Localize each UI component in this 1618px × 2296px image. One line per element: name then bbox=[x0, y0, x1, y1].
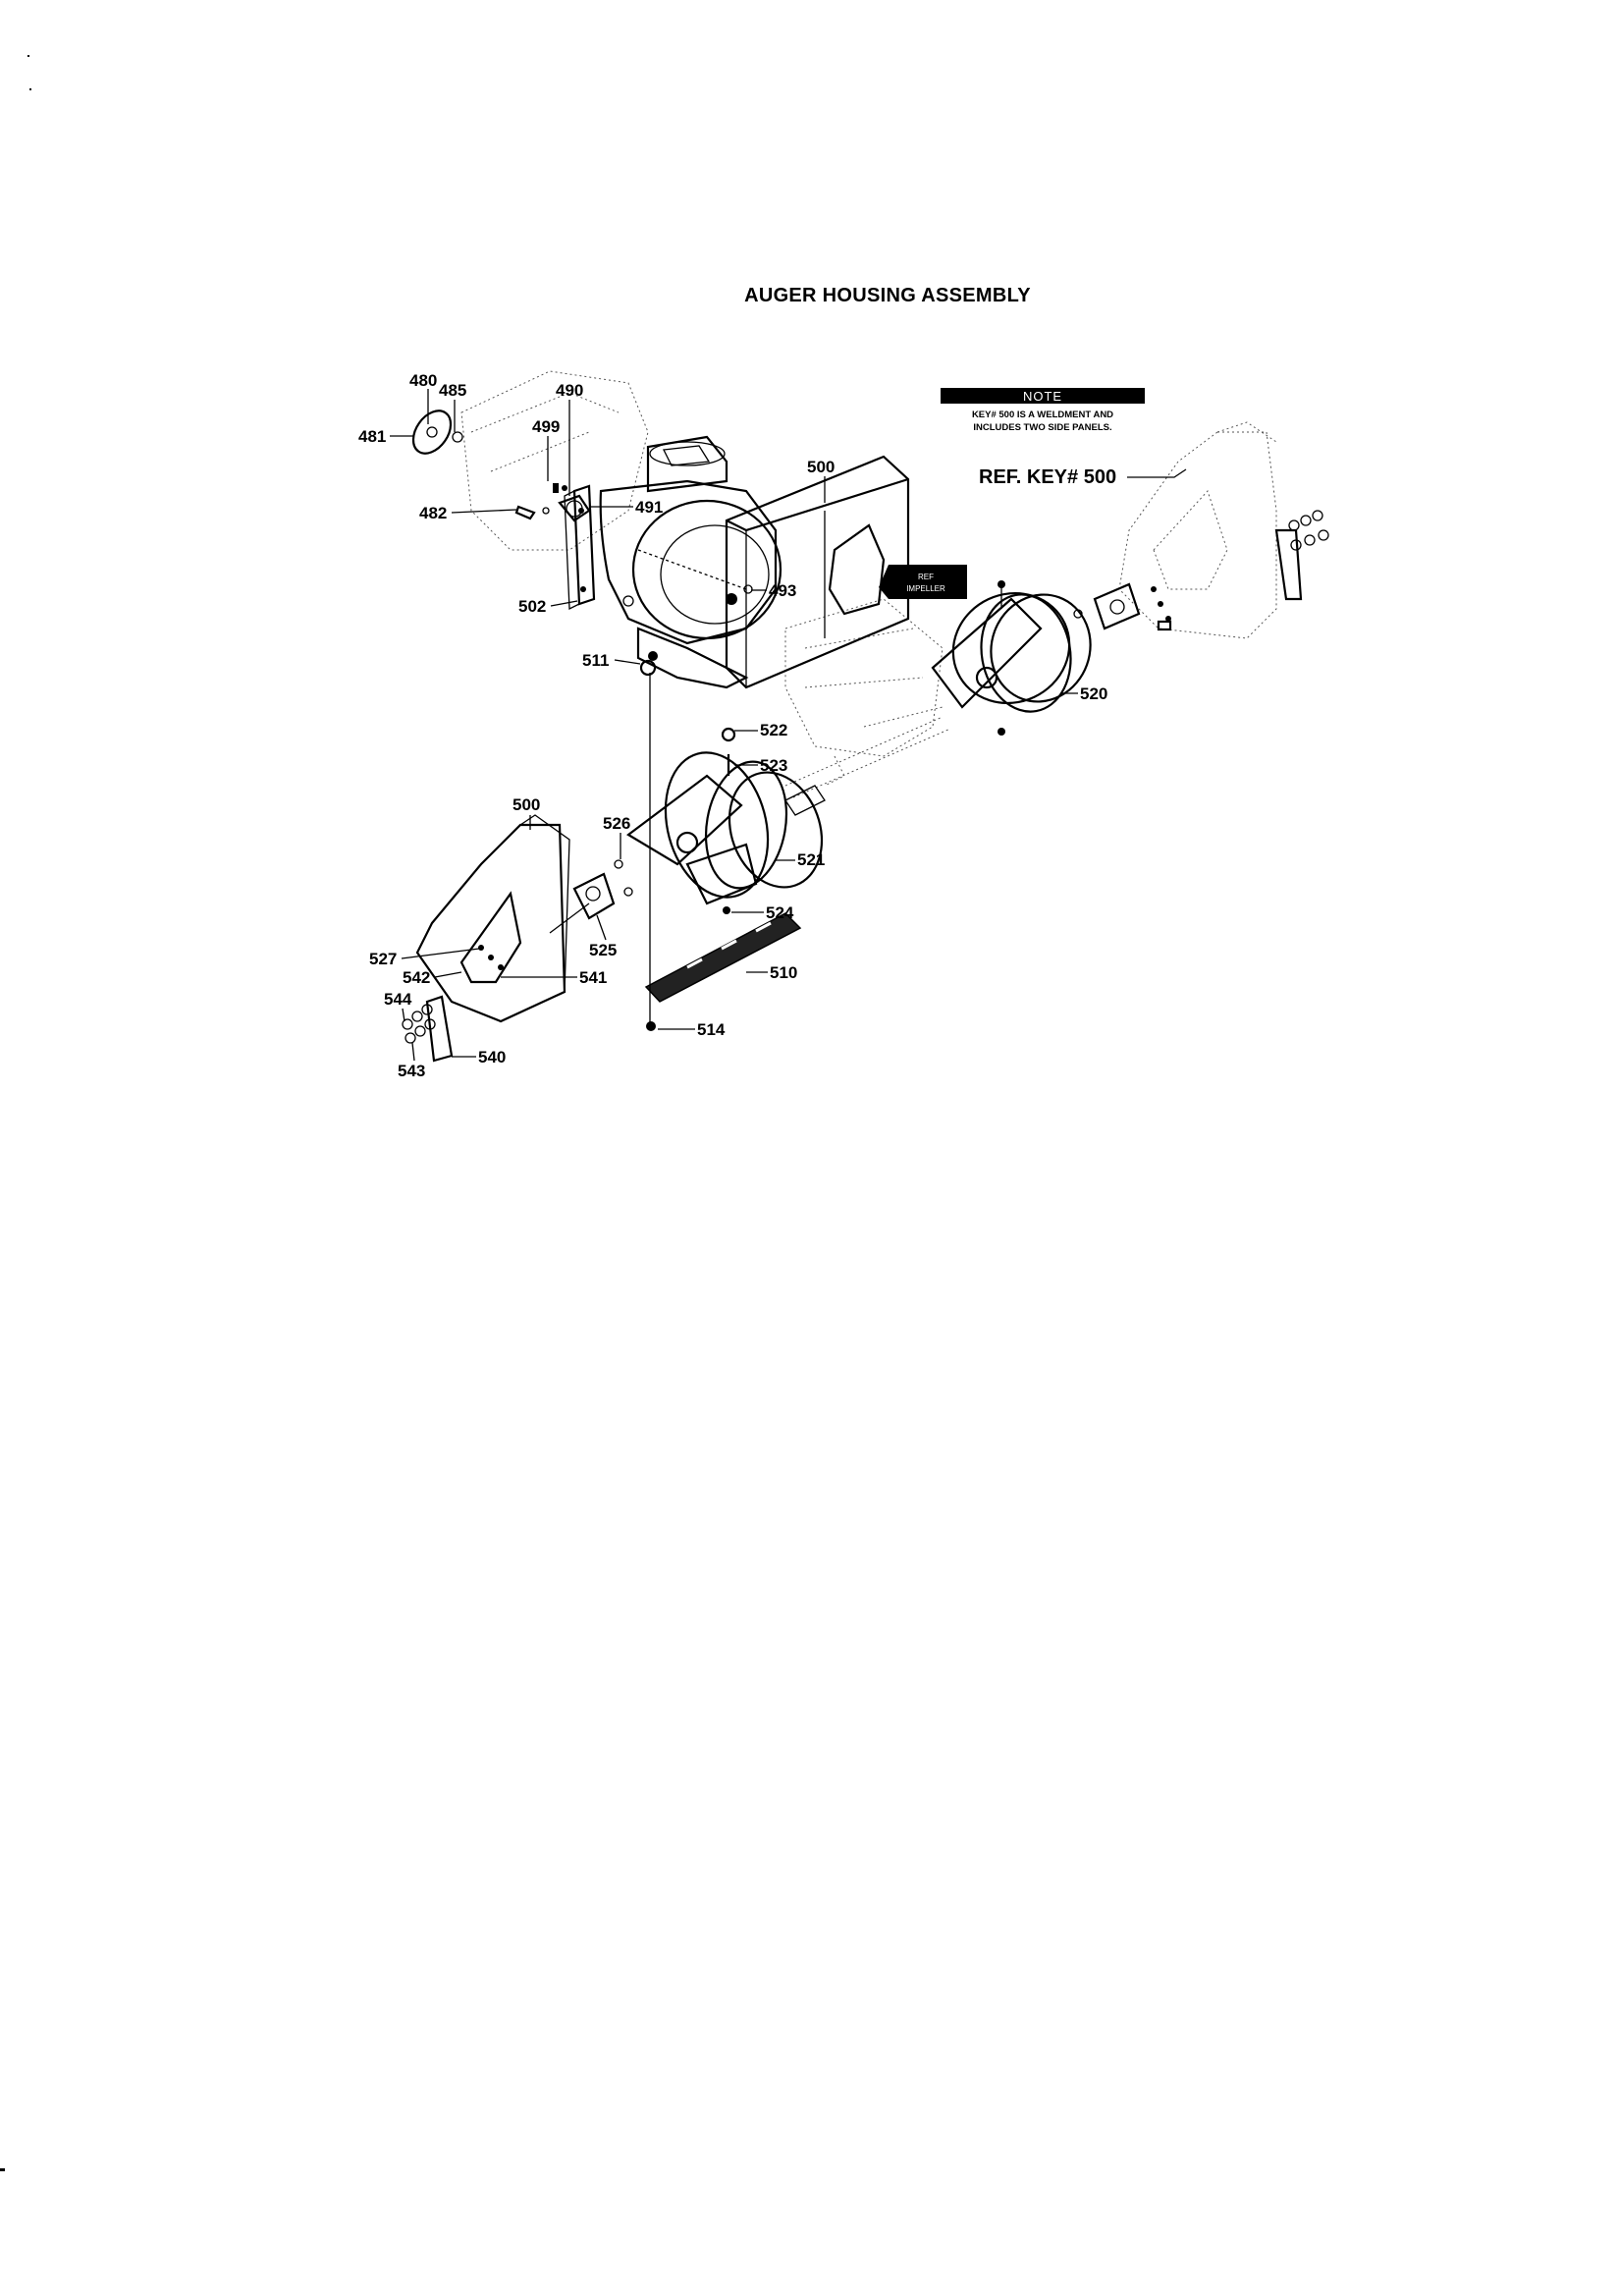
callout-510: 510 bbox=[770, 963, 797, 982]
callout-543: 543 bbox=[398, 1062, 425, 1080]
callout-541: 541 bbox=[579, 968, 607, 987]
leader-482 bbox=[451, 509, 517, 514]
ghost-chassis-outline bbox=[460, 370, 649, 551]
callout-490: 490 bbox=[556, 381, 583, 400]
ref-key-leader bbox=[1127, 468, 1187, 478]
callout-523: 523 bbox=[760, 756, 787, 775]
note-line-2: INCLUDES TWO SIDE PANELS. bbox=[973, 422, 1111, 433]
left-skid bbox=[402, 995, 454, 1063]
auger-right bbox=[931, 580, 1092, 736]
callout-522: 522 bbox=[760, 721, 787, 739]
callout-520: 520 bbox=[1080, 684, 1107, 703]
callout-491: 491 bbox=[635, 498, 663, 517]
callout-524: 524 bbox=[766, 903, 794, 922]
right-skid bbox=[1274, 510, 1329, 601]
callout-500-side: 500 bbox=[512, 795, 540, 814]
note-box: NOTE KEY# 500 IS A WELDMENT AND INCLUDES… bbox=[941, 388, 1145, 433]
ref-key-label: REF. KEY# 500 bbox=[979, 466, 1116, 488]
leader-525 bbox=[596, 914, 607, 941]
key-pin bbox=[514, 505, 536, 520]
callout-511: 511 bbox=[582, 651, 609, 670]
margin-mark bbox=[0, 2168, 5, 2171]
leader-542 bbox=[434, 971, 462, 978]
discharge-chute-collar bbox=[646, 435, 728, 493]
ghost-auger-shaft bbox=[784, 716, 951, 798]
leader-502 bbox=[550, 600, 578, 607]
callout-480: 480 bbox=[409, 371, 437, 390]
page-title: AUGER HOUSING ASSEMBLY bbox=[744, 285, 1031, 306]
bearing-assembly bbox=[542, 483, 591, 522]
auger-housing-front-lip bbox=[636, 627, 749, 689]
ghost-auger-gearbox bbox=[784, 598, 944, 787]
margin-mark bbox=[29, 88, 31, 90]
margin-mark bbox=[27, 55, 29, 57]
callout-514: 514 bbox=[697, 1020, 726, 1039]
callout-481: 481 bbox=[358, 427, 386, 446]
callout-544: 544 bbox=[384, 990, 412, 1009]
note-line-1: KEY# 500 IS A WELDMENT AND bbox=[972, 410, 1113, 420]
impeller-bolts bbox=[637, 549, 753, 605]
impeller-housing-cylinder bbox=[599, 479, 782, 645]
leader-544 bbox=[402, 1008, 405, 1022]
impeller-ref-tag: REF IMPELLER bbox=[879, 565, 967, 599]
callout-527: 527 bbox=[369, 950, 397, 968]
right-bearing-plate bbox=[1073, 582, 1172, 631]
left-side-panel bbox=[415, 814, 570, 1023]
callout-525: 525 bbox=[589, 941, 617, 959]
leader-511 bbox=[614, 659, 641, 665]
impeller-ref-line1: REF bbox=[918, 573, 934, 581]
callout-482: 482 bbox=[419, 504, 447, 522]
pulley bbox=[411, 410, 463, 455]
mounting-bracket bbox=[564, 484, 634, 611]
leader-527 bbox=[401, 948, 480, 959]
callout-485: 485 bbox=[439, 381, 466, 400]
note-heading: NOTE bbox=[1023, 389, 1062, 404]
callout-540: 540 bbox=[478, 1048, 506, 1066]
callout-542: 542 bbox=[403, 968, 430, 987]
auger-left bbox=[626, 727, 826, 914]
ghost-side-panel-right bbox=[1118, 421, 1277, 639]
callout-499: 499 bbox=[532, 417, 560, 436]
shear-bolt-511 bbox=[639, 659, 657, 677]
callout-493: 493 bbox=[769, 581, 796, 600]
scraper-bar bbox=[644, 912, 802, 1031]
leader-543 bbox=[411, 1042, 415, 1062]
callout-502: 502 bbox=[518, 597, 546, 616]
auger-housing-body bbox=[725, 455, 910, 689]
callout-521: 521 bbox=[797, 850, 825, 869]
impeller-ref-line2: IMPELLER bbox=[906, 584, 945, 593]
callout-500-top: 500 bbox=[807, 458, 835, 476]
callout-526: 526 bbox=[603, 814, 630, 833]
left-bearing-plate bbox=[549, 859, 633, 934]
